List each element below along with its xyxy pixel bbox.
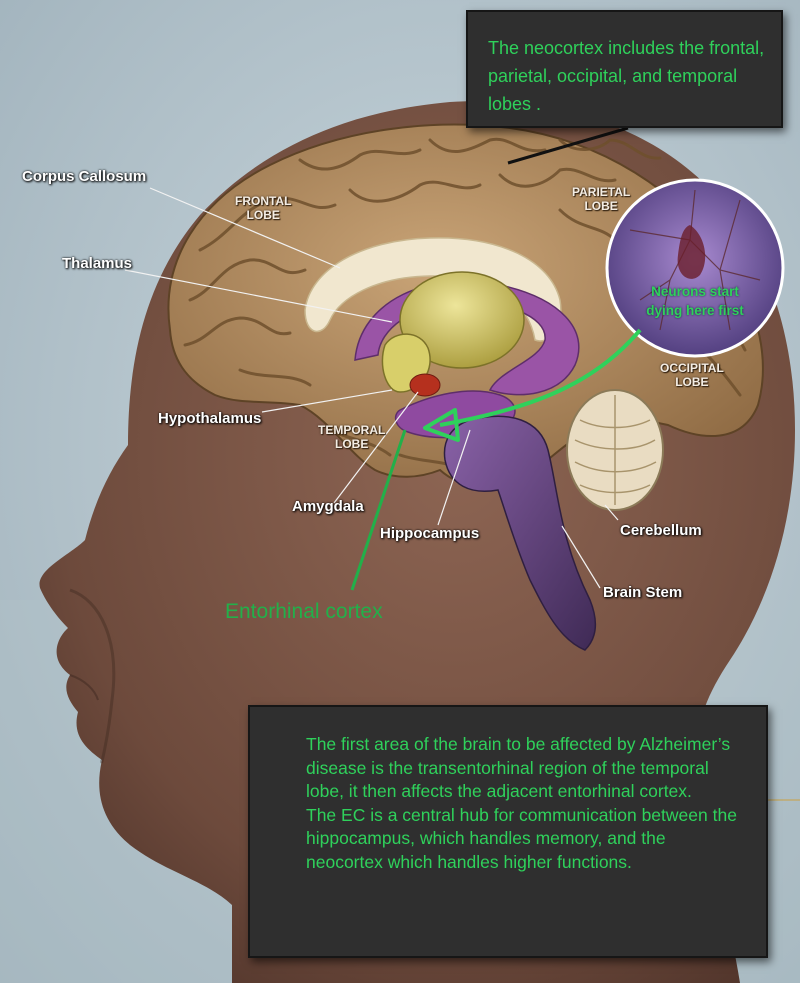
amygdala-label: Amygdala bbox=[292, 498, 364, 515]
hypothalamus-label: Hypothalamus bbox=[158, 410, 262, 427]
neuron-arrow bbox=[439, 328, 642, 427]
neuron-branches bbox=[629, 189, 761, 331]
entorhinal-cortex-label: Entorhinal cortex bbox=[225, 600, 383, 623]
neocortex-pointer bbox=[507, 126, 629, 165]
brain-stem-label: Brain Stem bbox=[603, 584, 683, 601]
cerebellum-label: Cerebellum bbox=[620, 522, 702, 539]
leader-lines bbox=[124, 187, 619, 589]
thalamus-label: Thalamus bbox=[62, 255, 133, 272]
neocortex-note-text: The neocortex includes the frontal, pari… bbox=[488, 38, 765, 114]
alzheimer-note-paragraph-2: The EC is a central hub for communicatio… bbox=[306, 804, 737, 872]
cerebellum-folia bbox=[574, 395, 657, 505]
frontal-lobe-label: FRONTAL LOBE bbox=[235, 194, 292, 222]
amygdala-shape bbox=[409, 373, 441, 397]
alzheimer-note-paragraph-1: The first area of the brain to be affect… bbox=[306, 734, 731, 802]
thalamus-shape bbox=[399, 271, 525, 369]
occipital-lobe-label: OCCIPITAL LOBE bbox=[660, 361, 724, 389]
temporal-lobe-label: TEMPORAL LOBE bbox=[318, 423, 386, 451]
neuron-arrow-head bbox=[423, 408, 460, 442]
neuron-callout-text: Neurons start dying here first bbox=[646, 284, 744, 318]
neuron-body bbox=[677, 225, 706, 279]
face-shading bbox=[69, 588, 116, 764]
corpus-callosum bbox=[304, 237, 562, 342]
entorhinal-pointer bbox=[350, 429, 407, 591]
neocortex-note: The neocortex includes the frontal, pari… bbox=[466, 10, 783, 128]
corpus-callosum-label: Corpus Callosum bbox=[22, 168, 147, 185]
alzheimer-note: The first area of the brain to be affect… bbox=[248, 705, 768, 958]
lips-shadow bbox=[69, 674, 99, 701]
parietal-lobe-label: PARIETAL LOBE bbox=[572, 185, 631, 213]
hippocampus-label: Hippocampus bbox=[380, 525, 480, 542]
